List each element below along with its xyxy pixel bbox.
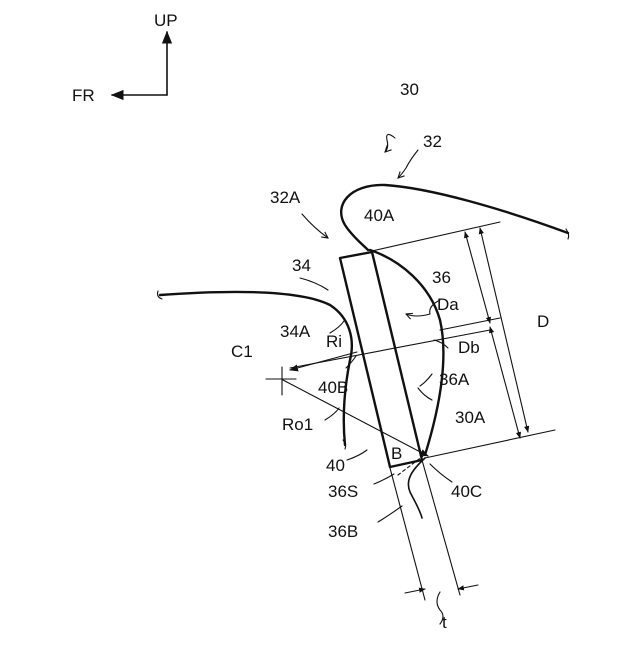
leader-Db: [434, 340, 448, 348]
left-panel-curve: [160, 292, 352, 445]
leader-36A: [420, 374, 432, 386]
label-Db: Db: [458, 338, 480, 357]
label-36B: 36B: [328, 522, 358, 541]
label-36A: 36A: [439, 370, 470, 389]
label-t: t: [442, 613, 447, 632]
extension-line-middle: [440, 318, 500, 330]
label-40B: 40B: [318, 378, 348, 397]
label-C1: C1: [231, 342, 253, 361]
label-B: B: [391, 444, 402, 463]
up-label: UP: [154, 11, 178, 30]
leader-32: [398, 150, 418, 178]
leader-30: [385, 134, 395, 152]
label-Ro1: Ro1: [282, 415, 313, 434]
leader-36S: [374, 474, 394, 484]
leader-30A: [418, 388, 432, 400]
label-40A: 40A: [364, 206, 395, 225]
leader-40C: [430, 464, 452, 482]
dimension-Da: [465, 232, 490, 323]
label-34: 34: [292, 256, 311, 275]
leader-36B: [378, 506, 402, 522]
member-40-outer-face: [372, 252, 422, 460]
label-32: 32: [423, 132, 442, 151]
label-40: 40: [326, 456, 345, 475]
member-40-rectangle: [340, 252, 422, 467]
extension-line-top: [372, 222, 500, 251]
label-36S: 36S: [328, 482, 358, 501]
label-Ri: Ri: [326, 332, 342, 351]
leader-40: [347, 450, 367, 460]
t-arrow-left: [405, 589, 425, 593]
label-34A: 34A: [280, 322, 311, 341]
label-30: 30: [400, 80, 419, 99]
t-extension-right: [422, 460, 460, 595]
label-32A: 32A: [270, 188, 301, 207]
label-30A: 30A: [455, 408, 486, 427]
label-D: D: [537, 312, 549, 331]
t-arrow-right: [458, 585, 478, 589]
front-label: FR: [72, 86, 95, 105]
label-36: 36: [432, 268, 451, 287]
t-extension-left: [390, 468, 425, 600]
extension-line-bottom: [425, 430, 555, 458]
direction-indicator: UP FR: [72, 11, 178, 105]
leader-32A: [302, 214, 328, 238]
label-Da: Da: [437, 295, 459, 314]
lower-curve-36B: [408, 458, 425, 518]
leader-Ro1: [325, 408, 339, 420]
leader-34: [300, 278, 328, 290]
label-40C: 40C: [451, 482, 482, 501]
dimension-Db: [490, 327, 520, 438]
